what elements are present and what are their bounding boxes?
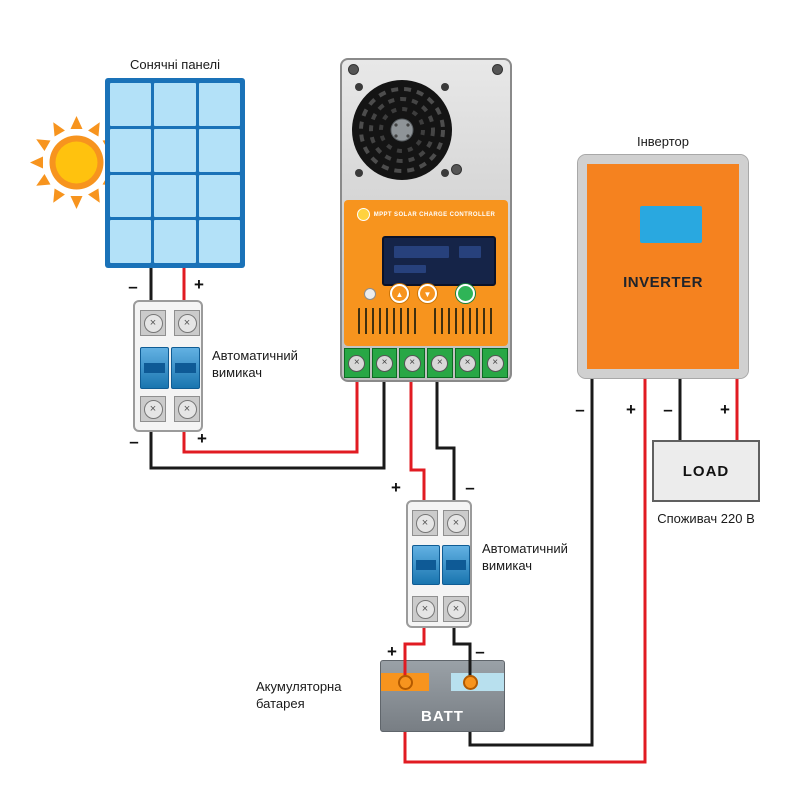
screw-icon: × [446,599,466,619]
breaker-terminal: × [412,596,438,622]
battery-terminal-positive [398,675,413,690]
screw-icon: × [348,354,366,372]
battery-terminal-negative [463,675,478,690]
breaker-terminal: × [140,396,166,422]
screw-icon: × [177,399,197,419]
solar-cell [154,128,196,172]
battery-caption: Акумуляторна батарея [256,679,342,711]
inverter-label: INVERTER [623,274,703,291]
controller-logo: MPPT SOLAR CHARGE CONTROLLER [344,208,508,221]
breaker-terminal: × [140,310,166,336]
polarity-label: – [663,400,673,419]
controller-front-panel: MPPT SOLAR CHARGE CONTROLLER ▲ ▼ [344,200,508,346]
breaker-pv-caption: Автоматичний вимикач [212,348,298,380]
polarity-label: + [387,642,397,661]
solar-cell [198,174,240,218]
wire-controller-to-breaker2-negative [435,380,456,500]
controller-brand-text: MPPT SOLAR CHARGE CONTROLLER [373,211,496,218]
solar-cell [110,128,152,172]
solar-cell [198,128,240,172]
inverter-screen [640,206,702,243]
breaker-toggle [140,347,169,389]
wire-breaker-to-controller-positive [182,378,359,454]
battery-label: BATT [421,708,464,725]
circuit-breaker-pv: × × × × [133,300,203,432]
solar-cell [198,220,240,263]
polarity-label: + [391,478,401,497]
controller-terminal: × [454,348,481,378]
solar-cell [154,83,196,126]
breaker-terminal: × [443,596,469,622]
wire-controller-to-breaker2-positive [409,380,426,500]
screw-icon: × [486,354,504,372]
display-segment [394,265,426,273]
breaker-toggle [412,545,440,585]
screw-icon: × [143,399,163,419]
controller-terminal: × [482,348,509,378]
circuit-breaker-battery: × × × × [406,500,472,628]
screw-icon: × [177,313,197,333]
solar-cell [110,174,152,218]
breaker-terminal: × [174,396,200,422]
polarity-label: + [197,429,207,448]
polarity-label: – [575,400,585,419]
screw-icon [451,164,462,175]
solar-cell [110,83,152,126]
screw-icon: × [415,513,435,533]
screw-icon: × [415,599,435,619]
screw-icon: × [431,354,449,372]
enter-button[interactable] [456,284,475,303]
controller-fan-icon [352,80,452,180]
controller-terminal-block: × × × × × × [344,348,509,378]
controller-terminal: × [427,348,453,378]
load-box: LOAD [652,440,760,502]
polarity-label: + [720,400,730,419]
controller-terminal: × [371,348,398,378]
polarity-label: – [128,277,138,296]
screw-icon: × [143,313,163,333]
solar-cell [154,174,196,218]
screw-icon: × [446,513,466,533]
breaker-toggle [442,545,470,585]
breaker-terminal: × [412,510,438,536]
breaker-toggle [171,347,200,389]
screw-icon: × [403,354,421,372]
vent-grille [358,308,420,334]
breaker-battery-caption: Автоматичний вимикач [482,541,568,573]
polarity-label: – [129,432,139,451]
battery: BATT [380,660,505,732]
solar-cell [198,83,240,126]
polarity-label: – [475,642,485,661]
solar-cell [154,220,196,263]
load-caption: Споживач 220 В [657,511,755,526]
breaker-terminal: × [443,510,469,536]
controller-display [382,236,496,286]
breaker-terminal: × [174,310,200,336]
down-button[interactable]: ▼ [418,284,437,303]
screw-icon: × [376,354,393,372]
polarity-label: + [194,275,204,294]
inverter: INVERTER [577,154,749,379]
screw-icon: × [459,354,477,372]
display-segment [394,246,449,258]
controller-terminal: × [399,348,426,378]
up-button[interactable]: ▲ [390,284,409,303]
polarity-label: + [626,400,636,419]
load-label: LOAD [682,462,730,480]
solar-panel-grid [110,83,240,263]
controller-indicator[interactable] [364,288,376,300]
solar-panel [105,78,245,268]
solar-panel-caption: Сонячні панелі [129,57,220,72]
display-segment [459,246,481,258]
charge-controller: MPPT SOLAR CHARGE CONTROLLER ▲ ▼ × × × × × × [340,58,512,382]
screw-icon [348,64,359,75]
vent-grille [434,308,494,334]
brand-logo-icon [356,208,370,221]
inverter-caption: Інвертор [637,134,689,149]
solar-cell [110,220,152,263]
controller-terminal: × [344,348,370,378]
polarity-label: – [465,478,475,497]
screw-icon [492,64,503,75]
